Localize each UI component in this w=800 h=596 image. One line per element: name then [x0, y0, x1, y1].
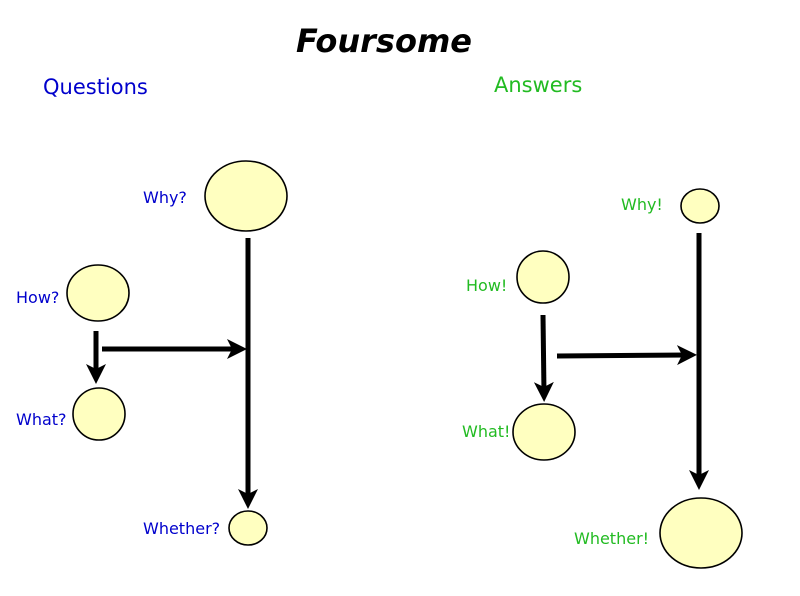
answers-whether-label: Whether! [574, 529, 649, 548]
answers-why-node [680, 188, 720, 224]
questions-whether-node [228, 510, 268, 546]
answers-what-label: What! [462, 422, 510, 441]
questions-whether-label: Whether? [143, 519, 220, 538]
answers-group: Answers Why! How! What! Whether! [462, 73, 743, 569]
questions-what-node [72, 387, 126, 441]
questions-how-node [66, 264, 130, 322]
answers-whether-node [659, 497, 743, 569]
answers-how-node [516, 250, 570, 304]
questions-what-label: What? [16, 410, 67, 429]
answers-why-label: Why! [621, 195, 663, 214]
questions-why-node [204, 160, 288, 232]
questions-how-label: How? [16, 288, 59, 307]
answers-how-label: How! [466, 276, 507, 295]
answers-how-to-what-arrow [533, 314, 554, 402]
questions-heading: Questions [43, 75, 148, 99]
answers-how-to-main-arrow [556, 345, 697, 366]
diagram-title: Foursome [296, 22, 472, 60]
answers-heading: Answers [494, 73, 582, 97]
questions-why-label: Why? [143, 188, 187, 207]
questions-group: Questions Why? How? What? Whether? [16, 75, 288, 546]
answers-what-node [512, 403, 576, 461]
